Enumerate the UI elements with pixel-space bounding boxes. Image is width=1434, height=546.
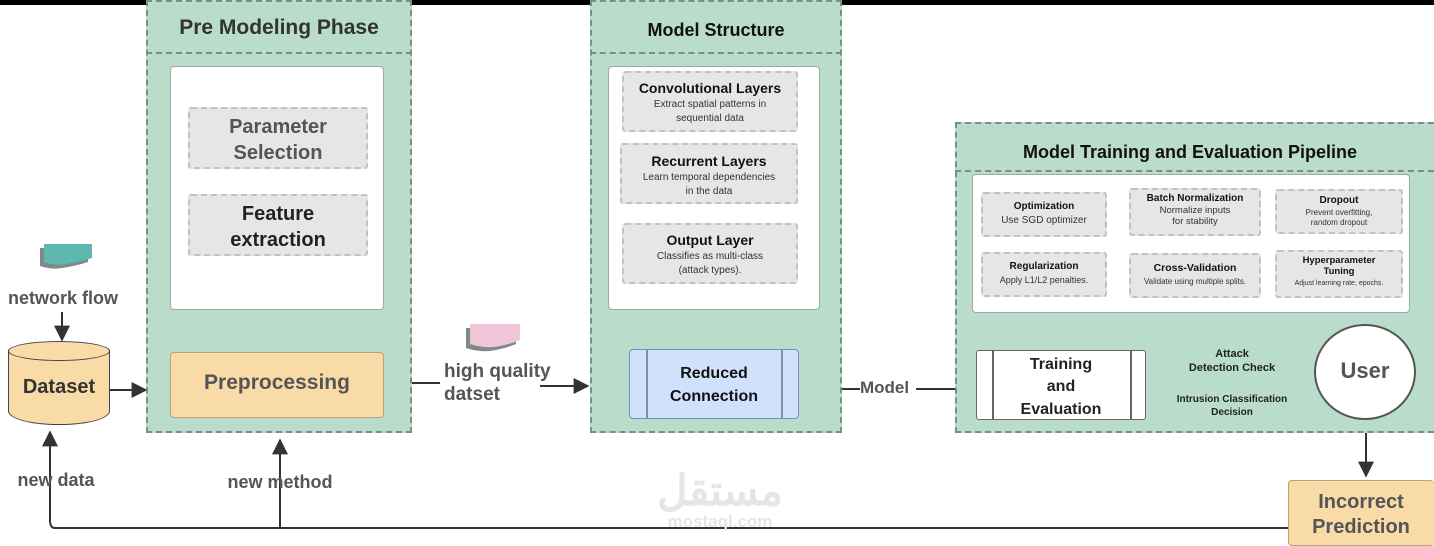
- watermark-latin: mostaql.com: [667, 512, 773, 531]
- training-divider-right: [1130, 350, 1132, 420]
- recurrent-layers-box: Recurrent Layers Learn temporal dependen…: [620, 143, 798, 204]
- network-flow-label: network flow: [7, 288, 118, 308]
- pre-modeling-title-bar: [146, 0, 412, 54]
- output-layer-title: Output Layer: [666, 232, 754, 248]
- user-node: [1314, 324, 1416, 420]
- parameter-selection-label: Parameter Selection: [229, 116, 327, 164]
- training-evaluation-label: Training and Evaluation: [1020, 356, 1102, 418]
- hyperparameter-tuning-title: Hyperparameter Tuning: [1302, 255, 1376, 278]
- high-quality-dataset-label: high quality datset: [444, 361, 551, 405]
- dropout-desc: Prevent overfitting, random dropout: [1305, 208, 1373, 228]
- pre-modeling-title: Pre Modeling Phase: [179, 16, 379, 39]
- batch-normalization-card: Batch Normalization Normalize inputs for…: [1129, 188, 1261, 236]
- batch-normalization-title: Batch Normalization: [1146, 193, 1244, 204]
- recurrent-layers-desc: Learn temporal dependencies in the data: [642, 172, 776, 197]
- regularization-card: Regularization Apply L1/L2 penalties.: [981, 252, 1107, 297]
- new-method-label: new method: [227, 472, 333, 492]
- optimization-desc: Use SGD optimizer: [1001, 215, 1087, 226]
- attack-check-label: Attack Detection Check: [1188, 348, 1276, 375]
- feature-extraction-box: Feature extraction: [188, 194, 368, 256]
- pipeline-title-bar: [955, 122, 1434, 172]
- feature-extraction-label: Feature extraction: [230, 203, 326, 251]
- dropout-title: Dropout: [1319, 195, 1359, 206]
- output-layer-desc: Classifies as multi-class (attack types)…: [656, 251, 764, 276]
- optimization-title: Optimization: [1013, 201, 1075, 212]
- cross-validation-desc: Validate using multiple splits.: [1143, 277, 1247, 286]
- preprocessing-label: Preprocessing: [204, 371, 350, 394]
- dataset-cylinder: [8, 350, 110, 425]
- optimization-card: Optimization Use SGD optimizer: [981, 192, 1107, 237]
- convolutional-layers-title: Convolutional Layers: [638, 80, 782, 96]
- pipeline-title: Model Training and Evaluation Pipeline: [1022, 142, 1358, 162]
- cross-validation-title: Cross-Validation: [1153, 262, 1237, 274]
- recurrent-layers-title: Recurrent Layers: [651, 153, 767, 169]
- reduced-connection-box: [629, 349, 799, 419]
- hyperparameter-tuning-desc: Adjust learning rate, epochs.: [1294, 279, 1384, 287]
- parameter-selection-box: Parameter Selection: [188, 107, 368, 169]
- regularization-desc: Apply L1/L2 penalties.: [999, 275, 1089, 285]
- dataset-cylinder-top: [8, 341, 110, 361]
- dataset-label: Dataset: [22, 376, 96, 398]
- reduced-connection-divider-left: [646, 349, 648, 419]
- preprocessing-box: [170, 352, 384, 418]
- model-structure-title-bar: [590, 0, 842, 54]
- user-label: User: [1340, 358, 1390, 383]
- reduced-connection-divider-right: [781, 349, 783, 419]
- cross-validation-card: Cross-Validation Validate using multiple…: [1129, 253, 1261, 298]
- intrusion-decision-label: Intrusion Classification Decision: [1176, 394, 1288, 418]
- batch-normalization-desc: Normalize inputs for stability: [1159, 205, 1231, 228]
- model-label: Model: [860, 378, 910, 397]
- convolutional-layers-desc: Extract spatial patterns in sequential d…: [653, 99, 767, 124]
- pre-modeling-panel: [170, 66, 384, 310]
- model-structure-title: Model Structure: [647, 20, 785, 40]
- incorrect-prediction-label: Incorrect Prediction: [1312, 491, 1410, 538]
- output-layer-box: Output Layer Classifies as multi-class (…: [622, 223, 798, 284]
- regularization-title: Regularization: [1009, 261, 1079, 272]
- training-divider-left: [992, 350, 994, 420]
- watermark-arabic: مستقل: [657, 467, 783, 514]
- hyperparameter-tuning-card: Hyperparameter Tuning Adjust learning ra…: [1275, 250, 1403, 298]
- reduced-connection-label: Reduced Connection: [670, 365, 758, 406]
- training-evaluation-box: [976, 350, 1146, 420]
- new-data-label: new data: [17, 470, 95, 490]
- dropout-card: Dropout Prevent overfitting, random drop…: [1275, 189, 1403, 234]
- convolutional-layers-box: Convolutional Layers Extract spatial pat…: [622, 71, 798, 132]
